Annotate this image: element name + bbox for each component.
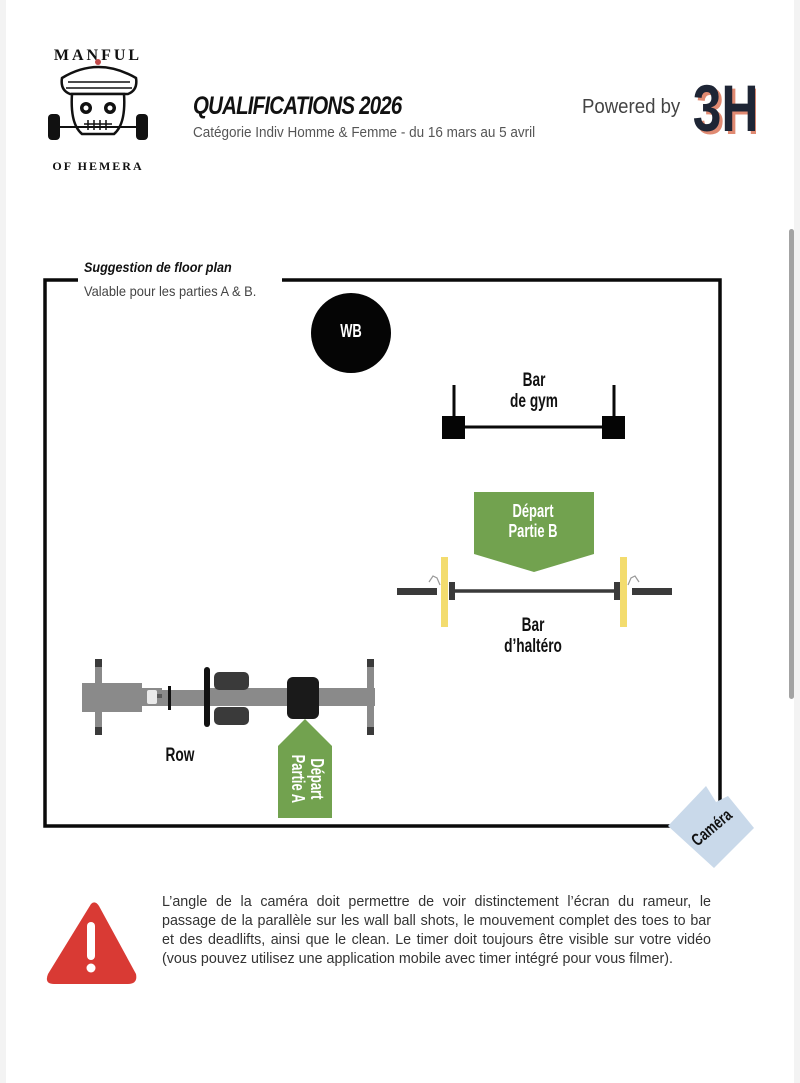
plate-right: [620, 557, 627, 627]
start-part-b-marker: [474, 492, 594, 572]
plate-left: [441, 557, 448, 627]
start-part-b-label: Départ Partie B: [508, 501, 558, 541]
gym-bar-icon: [442, 385, 625, 439]
weightlifting-bar-icon: [397, 557, 672, 627]
svg-text:3H: 3H: [696, 74, 756, 140]
logo-text-bottom: OF HEMERA: [52, 159, 143, 173]
wall-ball-icon: [311, 293, 391, 373]
start-part-a-label: Départ Partie A: [288, 754, 327, 804]
page-subtitle: Catégorie Indiv Homme & Femme - du 16 ma…: [193, 124, 536, 141]
rower-seat-icon: [287, 677, 319, 719]
scrollbar-thumb[interactable]: [789, 229, 794, 699]
powered-by-label: Powered by: [582, 96, 681, 118]
logo-text-top: MANFUL: [54, 47, 142, 64]
floor-plan-heading: Suggestion de floor plan: [84, 259, 232, 275]
weightlifting-bar-label: Bar d’haltéro: [504, 615, 562, 657]
logo-pompom-icon: [95, 59, 101, 65]
start-part-a-marker: [278, 719, 332, 818]
logo-dumbbell-right-icon: [136, 114, 148, 140]
camera-instructions-text: L’angle de la caméra doit permettre de v…: [162, 894, 711, 967]
document-page: [6, 0, 794, 1083]
logo-dumbbell-left-icon: [48, 114, 60, 140]
page-title: QUALIFICATIONS 2026: [193, 92, 402, 120]
floor-plan-subheading: Valable pour les parties A & B.: [84, 283, 257, 299]
collar-clip-left-icon: [428, 575, 441, 586]
manful-logo: MANFUL OF HEMERA: [48, 47, 148, 173]
warning-triangle-icon: [46, 902, 137, 984]
rower-icon: [82, 659, 375, 735]
wall-ball-label: WB: [340, 321, 362, 341]
sponsor-3h-logo: 3H 3H: [693, 72, 756, 140]
collar-clip-right-icon: [627, 575, 640, 586]
rower-label: Row: [165, 745, 195, 766]
floor-plan-frame: [43, 278, 722, 828]
gym-bar-label: Bar de gym: [510, 370, 558, 412]
svg-text:3H: 3H: [693, 72, 756, 140]
camera-marker: [668, 786, 754, 868]
